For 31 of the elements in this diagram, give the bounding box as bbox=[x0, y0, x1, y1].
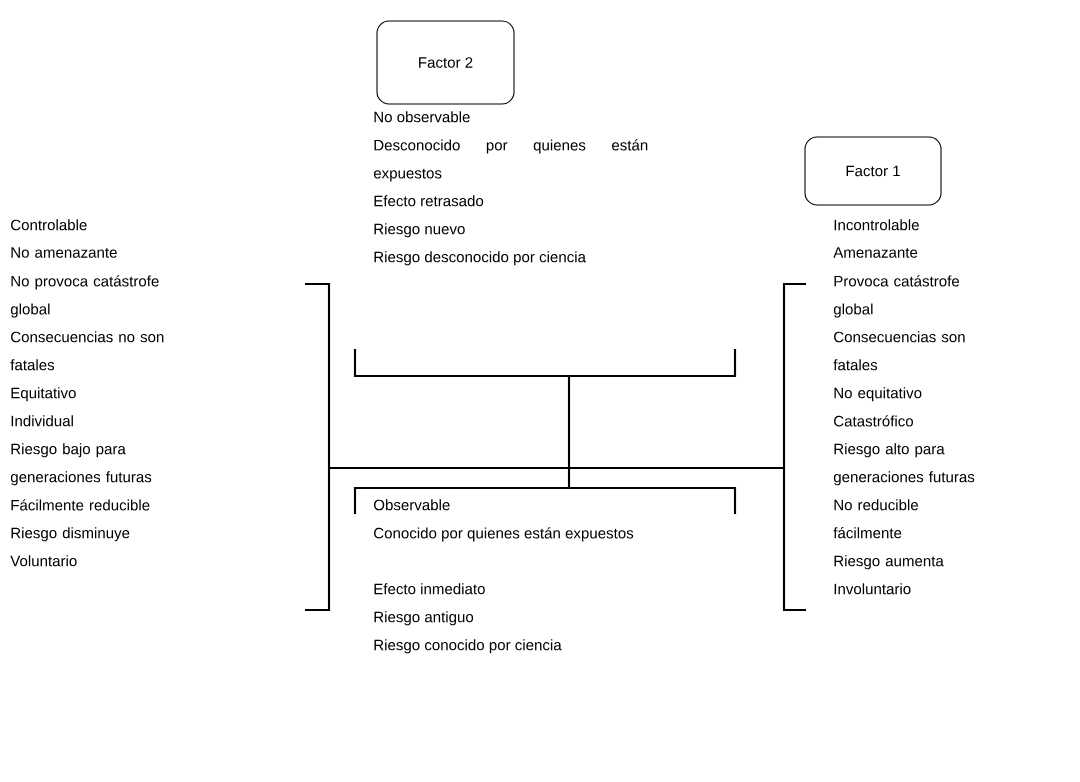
list-item: Controlable bbox=[11, 219, 87, 231]
list-item: Consecuencias son fatales bbox=[833, 331, 965, 371]
list-item: Equitativo bbox=[11, 387, 76, 402]
list-item: Desconocido por quienes están expuestos bbox=[373, 139, 648, 182]
list-item: No equitativo bbox=[834, 387, 922, 402]
list-item: Efecto retrasado bbox=[374, 195, 484, 207]
list-item: Involuntario bbox=[834, 583, 911, 595]
list-item: Consecuencias no son fatales bbox=[10, 331, 164, 371]
list-item: Provoca catástrofe global bbox=[833, 275, 960, 318]
factor-box: Factor 2 bbox=[376, 20, 515, 105]
list-item: Riesgo disminuye bbox=[11, 527, 130, 542]
list-item: Riesgo bajo para generaciones futuras bbox=[10, 443, 152, 486]
list-item: Observable bbox=[374, 499, 450, 511]
list-item: Riesgo desconocido por ciencia bbox=[374, 251, 586, 266]
list-item: No amenazante bbox=[11, 247, 117, 258]
list-item: Riesgo conocido por ciencia bbox=[374, 639, 562, 654]
list-item: Incontrolable bbox=[834, 219, 919, 231]
list-item: Conocido por quienes están expuestos bbox=[374, 527, 634, 542]
factor-box: Factor 1 bbox=[804, 136, 942, 206]
list-item: Voluntario bbox=[10, 555, 77, 567]
list-item: No provoca catástrofe global bbox=[10, 275, 159, 318]
list-item: Fácilmente reducible bbox=[11, 499, 150, 511]
list-item: No reducible fácilmente bbox=[833, 499, 918, 539]
list-item: Riesgo nuevo bbox=[374, 223, 465, 238]
list-item: Efecto inmediato bbox=[374, 583, 485, 595]
list-item: Amenazante bbox=[833, 247, 918, 258]
list-item: Riesgo antiguo bbox=[374, 611, 474, 626]
list-item: Riesgo aumenta bbox=[834, 555, 944, 570]
list-item: Riesgo alto para generaciones futuras bbox=[833, 443, 975, 486]
list-item: Catastrófico bbox=[834, 415, 913, 427]
list-item: Individual bbox=[11, 415, 73, 427]
